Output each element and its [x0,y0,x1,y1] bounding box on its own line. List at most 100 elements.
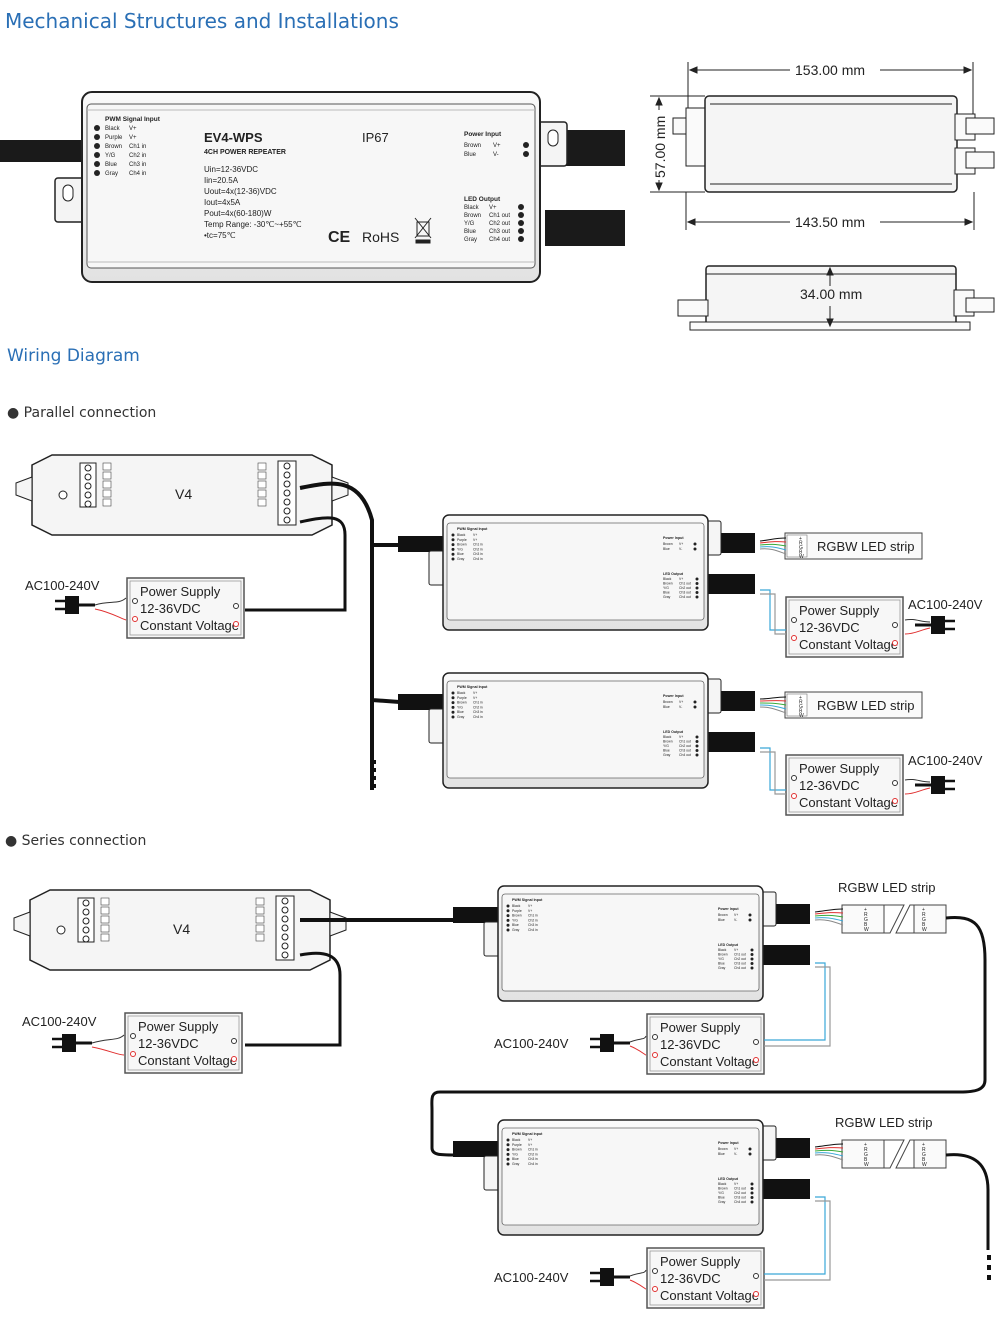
psu-wire [760,589,786,631]
psu-text: Power Supply [140,584,221,599]
mini-pwm-color: Black [457,691,466,695]
mini-pwm-color: Purple [512,1143,522,1147]
series-label: ● Series connection [5,833,146,849]
strip-pin-label: G [922,1152,926,1158]
psu-text: Constant Voltage [799,637,898,652]
led-color-label: Black [464,205,480,211]
mini-led-value: V+ [734,948,738,952]
controller-label: V4 [175,486,192,502]
side-view-drawing [677,265,995,331]
ac-wire [629,1045,647,1056]
mini-power-value: V+ [734,913,738,917]
spec-line: Iin=20.5A [204,176,239,185]
mini-pwm-value: Ch2 in [528,1152,538,1156]
strip-pin-label: G [799,704,803,710]
ac-plug-icon [915,616,955,634]
ac-plug-icon [590,1268,630,1286]
mini-power-value: V+ [679,700,683,704]
mini-led-value: Ch4 out [679,595,691,599]
dim-height: 34.00 mm [800,286,862,302]
strip-pin-label: R [922,1147,926,1153]
led-wire [759,541,787,544]
mini-pwm-color: Blue [512,923,519,927]
mini-power-color: Blue [663,547,670,551]
mini-led-color: Y/G [718,957,724,961]
pwm-color-label: Gray [105,171,118,177]
led-wire [759,702,787,706]
mini-led-value: Ch2 out [679,744,691,748]
ac-wire [904,618,931,623]
ac-label: AC100-240V [22,1014,97,1029]
mini-led-color: Gray [663,595,671,599]
mini-pwm-value: V+ [473,533,477,537]
mini-led-color: Black [663,735,672,739]
mini-led-color: Y/G [718,1191,724,1195]
continuation-dot [372,784,376,788]
mini-led-value: Ch4 out [679,753,691,757]
pwm-color-label: Brown [105,144,122,150]
mini-led-value: Ch3 out [734,962,746,966]
mini-led-title: LED Output [718,943,739,947]
psu-text: Power Supply [660,1020,741,1035]
mini-led-color: Y/G [663,586,669,590]
psu-text: 12-36VDC [660,1271,721,1286]
mini-led-color: Brown [663,740,673,744]
rohs-mark: RoHS [362,229,399,245]
led-color-label: Blue [464,229,477,235]
mini-led-value: Ch2 out [734,1191,746,1195]
mini-pwm-color: Y/G [512,918,518,922]
controller-v4-series: V4 [13,889,347,971]
mini-pwm-value: V+ [473,696,477,700]
mini-power-color: Blue [718,918,725,922]
ac-wire [629,1035,647,1043]
mini-pwm-color: Purple [512,909,522,913]
mini-pwm-color: Y/G [512,1152,518,1156]
continuation-dot [372,760,376,764]
psu-cable [245,951,342,1047]
led-value-label: Ch3 out [489,229,510,235]
mini-pwm-color: Gray [457,715,465,719]
psu-text: 12-36VDC [799,778,860,793]
pwm-value-label: Ch1 in [129,144,146,150]
ac-wire [904,627,931,635]
mini-pwm-value: Ch3 in [528,1157,538,1161]
mini-pwm-value: V+ [528,909,532,913]
led-color-label: Y/G [464,221,475,227]
led-wire [814,1154,844,1161]
strip-pin-label: R [799,700,803,706]
strip-pin-label: W [799,554,804,560]
strip-pin-label: B [864,922,868,928]
mechanical-title: Mechanical Structures and Installations [5,9,399,33]
pwm-color-label: Purple [105,135,123,141]
strip-pin-label: G [799,545,803,551]
continuation-dot [372,768,376,772]
mini-power-title: Power Input [718,1141,739,1145]
mini-pwm-value: V+ [473,538,477,542]
psu-wire [764,962,826,1041]
mini-power-value: V- [734,918,737,922]
mini-pwm-value: Ch4 in [473,715,483,719]
mini-led-value: Ch2 out [734,957,746,961]
pwm-value-label: Ch4 in [129,171,146,177]
mini-pwm-value: Ch2 in [473,547,483,551]
strip-pin-label: G [864,1152,868,1158]
mini-led-value: Ch3 out [679,749,691,753]
led-wire [759,548,787,555]
mini-pwm-value: Ch2 in [528,918,538,922]
strip-pin-label: B [922,922,926,928]
psu-text: 12-36VDC [138,1036,199,1051]
led-wire [759,696,787,700]
ac-wire [91,1046,125,1056]
led-wire [814,1147,844,1150]
mini-led-value: Ch1 out [679,740,691,744]
ac-plug-icon [52,1034,92,1052]
mini-pwm-value: Ch4 in [473,557,483,561]
spec-line: Pout=4x(60-180)W [204,209,272,218]
controller-v4-parallel: V4 [15,454,349,536]
led-value-label: Ch4 out [489,237,510,243]
pwm-value-label: V+ [129,135,137,141]
mini-led-title: LED Output [663,572,684,576]
mini-pwm-value: Ch1 in [528,914,538,918]
